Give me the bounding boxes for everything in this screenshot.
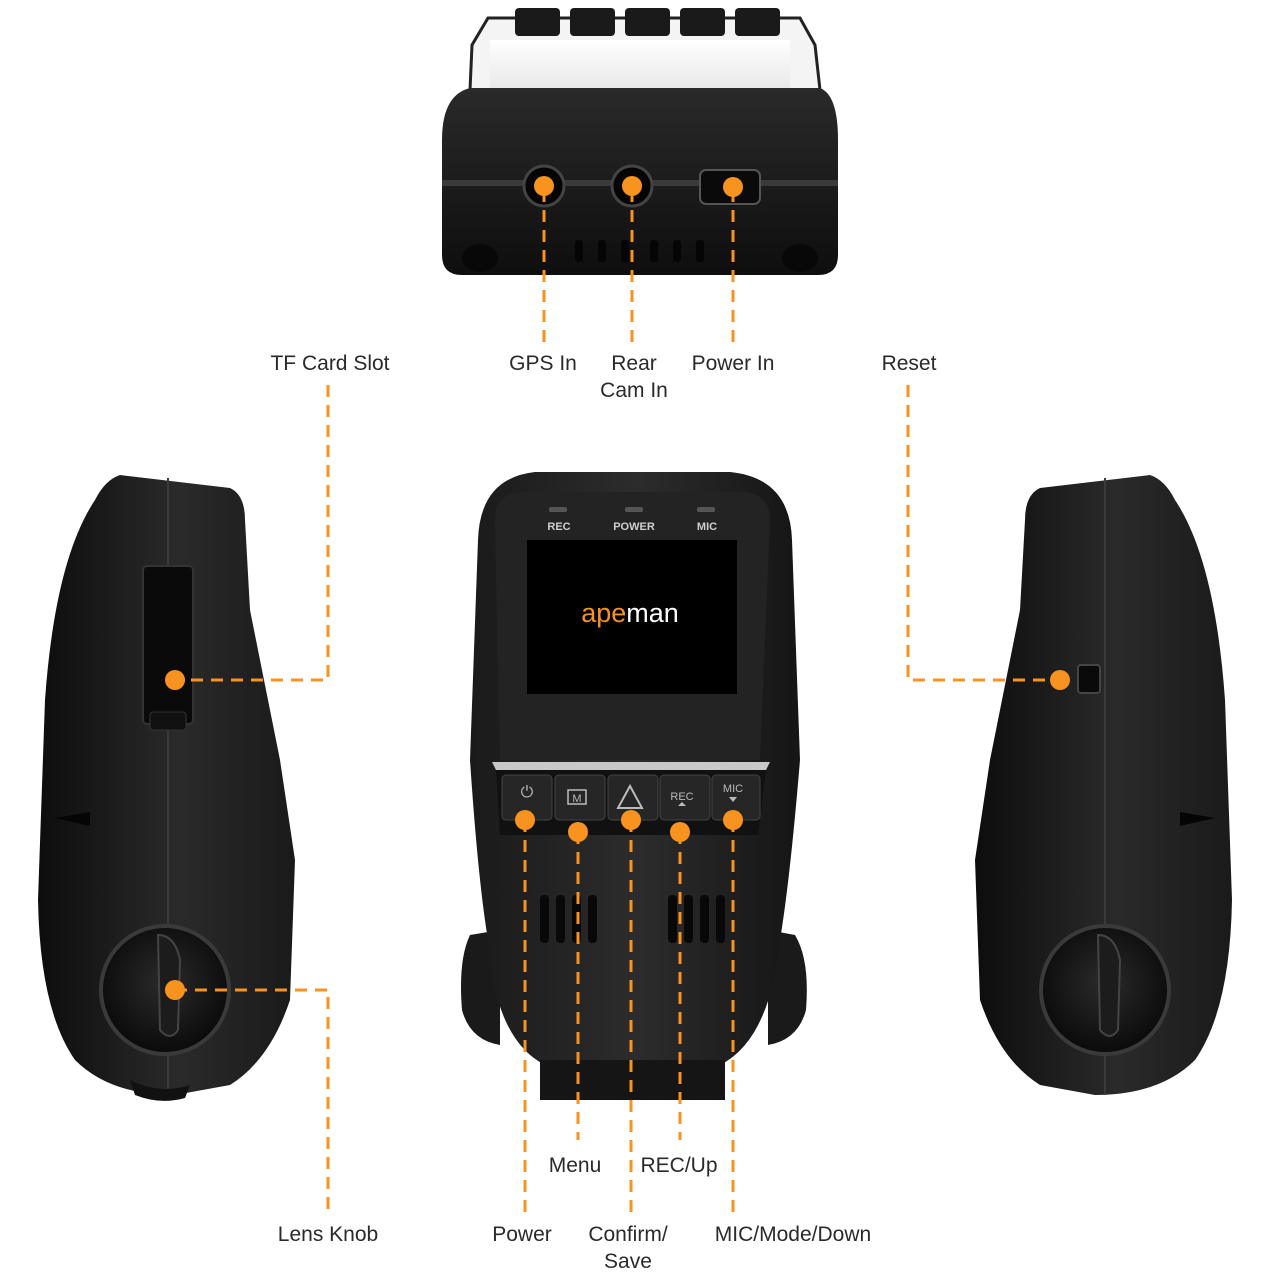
rec-indicator-label: REC bbox=[547, 521, 570, 533]
callout-dots bbox=[165, 176, 1070, 1000]
gps-in-dot bbox=[534, 176, 554, 196]
gps-in-label: GPS In bbox=[509, 352, 577, 375]
button-mic[interactable]: MIC bbox=[711, 774, 761, 821]
logo-prefix: ape bbox=[581, 598, 626, 628]
rear-cam-in-line2: Cam In bbox=[600, 379, 668, 402]
power-button-dot bbox=[515, 810, 535, 830]
front-view-device: REC POWER MIC apeman ⏻ M REC bbox=[461, 472, 807, 1100]
tf-card-slot-dot bbox=[165, 670, 185, 690]
power-in-label: Power In bbox=[691, 352, 775, 375]
rec-glyph: REC bbox=[670, 791, 693, 803]
button-confirm[interactable] bbox=[607, 774, 659, 821]
rec-button-dot bbox=[670, 822, 690, 842]
mic-indicator-label: MIC bbox=[697, 521, 717, 533]
tf-card-slot-label: TF Card Slot bbox=[270, 352, 390, 375]
mic-button-dot bbox=[723, 810, 743, 830]
power-in-dot bbox=[723, 177, 743, 197]
rear-cam-in-dot bbox=[622, 176, 642, 196]
right-side-view-device bbox=[975, 475, 1232, 1095]
device-screen bbox=[527, 540, 737, 694]
lens-knob-label: Lens Knob bbox=[277, 1223, 379, 1246]
power-icon: ⏻ bbox=[521, 782, 534, 801]
rec-up-label: REC/Up bbox=[640, 1154, 718, 1177]
callout-lines bbox=[175, 190, 1060, 1212]
confirm-line1: Confirm/ bbox=[588, 1223, 668, 1246]
button-menu[interactable]: M bbox=[554, 774, 606, 821]
left-side-view-device bbox=[38, 475, 295, 1101]
button-rec[interactable]: REC bbox=[659, 774, 711, 821]
rear-cam-in-label: Rear Cam In bbox=[600, 350, 668, 404]
menu-button-dot bbox=[568, 822, 588, 842]
logo-suffix: man bbox=[626, 598, 679, 628]
top-view-device bbox=[442, 8, 838, 275]
apeman-logo: apeman bbox=[581, 598, 679, 628]
mic-glyph: MIC bbox=[723, 783, 743, 795]
lens-knob-dot bbox=[165, 980, 185, 1000]
confirm-button-dot bbox=[621, 810, 641, 830]
menu-glyph: M bbox=[572, 793, 581, 805]
reset-button[interactable] bbox=[1077, 664, 1101, 694]
confirm-line2: Save bbox=[604, 1250, 652, 1273]
tf-card-slot bbox=[142, 565, 194, 725]
rear-cam-in-line1: Rear bbox=[611, 352, 657, 375]
confirm-save-label: Confirm/ Save bbox=[588, 1221, 667, 1275]
power-label: Power bbox=[492, 1223, 552, 1246]
button-power[interactable]: ⏻ bbox=[501, 774, 553, 821]
menu-label: Menu bbox=[548, 1154, 602, 1177]
reset-dot bbox=[1050, 670, 1070, 690]
mic-mode-down-label: MIC/Mode/Down bbox=[714, 1223, 872, 1246]
triangle-icon bbox=[616, 783, 644, 809]
reset-label: Reset bbox=[881, 352, 937, 375]
power-indicator-label: POWER bbox=[613, 521, 655, 533]
